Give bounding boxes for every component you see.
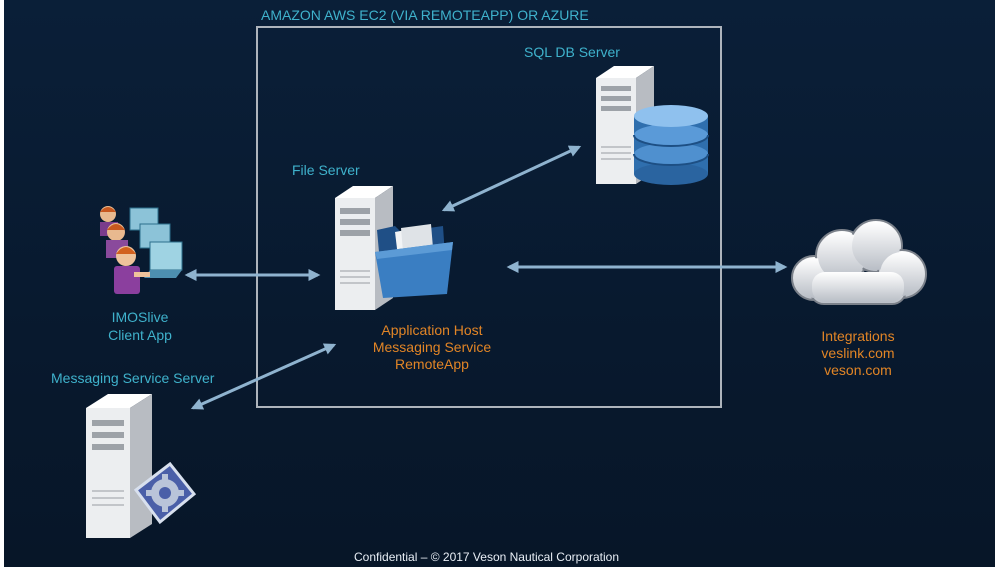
file-server-node — [335, 186, 453, 310]
arrow-fileserver-sqldb — [441, 145, 582, 212]
environment-label: AMAZON AWS EC2 (VIA REMOTEAPP) OR AZURE — [261, 7, 589, 23]
client-app-node — [100, 206, 183, 294]
messaging-service-server-label: Messaging Service Server — [51, 370, 215, 386]
integrations-label: Integrations veslink.com veson.com — [794, 328, 922, 379]
file-server-roles: Application Host Messaging Service Remot… — [364, 322, 500, 373]
connector-arrows — [184, 145, 788, 410]
integrations-title: Integrations — [821, 328, 895, 344]
folder-icon — [375, 224, 453, 298]
server-icon — [86, 394, 152, 538]
integrations-node — [791, 219, 927, 305]
client-app-label-line2: Client App — [108, 327, 172, 343]
role-messaging-service: Messaging Service — [372, 339, 492, 355]
messaging-service-server-node — [86, 394, 197, 538]
diagram-slide: AMAZON AWS EC2 (VIA REMOTEAPP) OR AZURE … — [4, 0, 995, 567]
arrow-messaging-fileserver — [190, 343, 337, 410]
integrations-link-veslink: veslink.com — [821, 345, 895, 361]
database-icon — [633, 105, 709, 185]
confidential-footer: Confidential – © 2017 Veson Nautical Cor… — [354, 550, 620, 564]
sql-db-server-node — [596, 66, 709, 185]
client-app-label-line1: IMOSlive — [111, 309, 169, 325]
users-icon — [100, 206, 183, 294]
file-server-label: File Server — [292, 162, 360, 178]
cloud-environment-box — [256, 26, 722, 408]
role-application-host: Application Host — [381, 322, 483, 338]
integrations-link-veson: veson.com — [824, 362, 892, 378]
role-remoteapp: RemoteApp — [395, 356, 469, 372]
cloud-icon — [791, 219, 927, 305]
gear-icon — [133, 461, 197, 525]
client-app-label: IMOSlive Client App — [86, 308, 194, 344]
sql-db-server-label: SQL DB Server — [524, 44, 620, 60]
